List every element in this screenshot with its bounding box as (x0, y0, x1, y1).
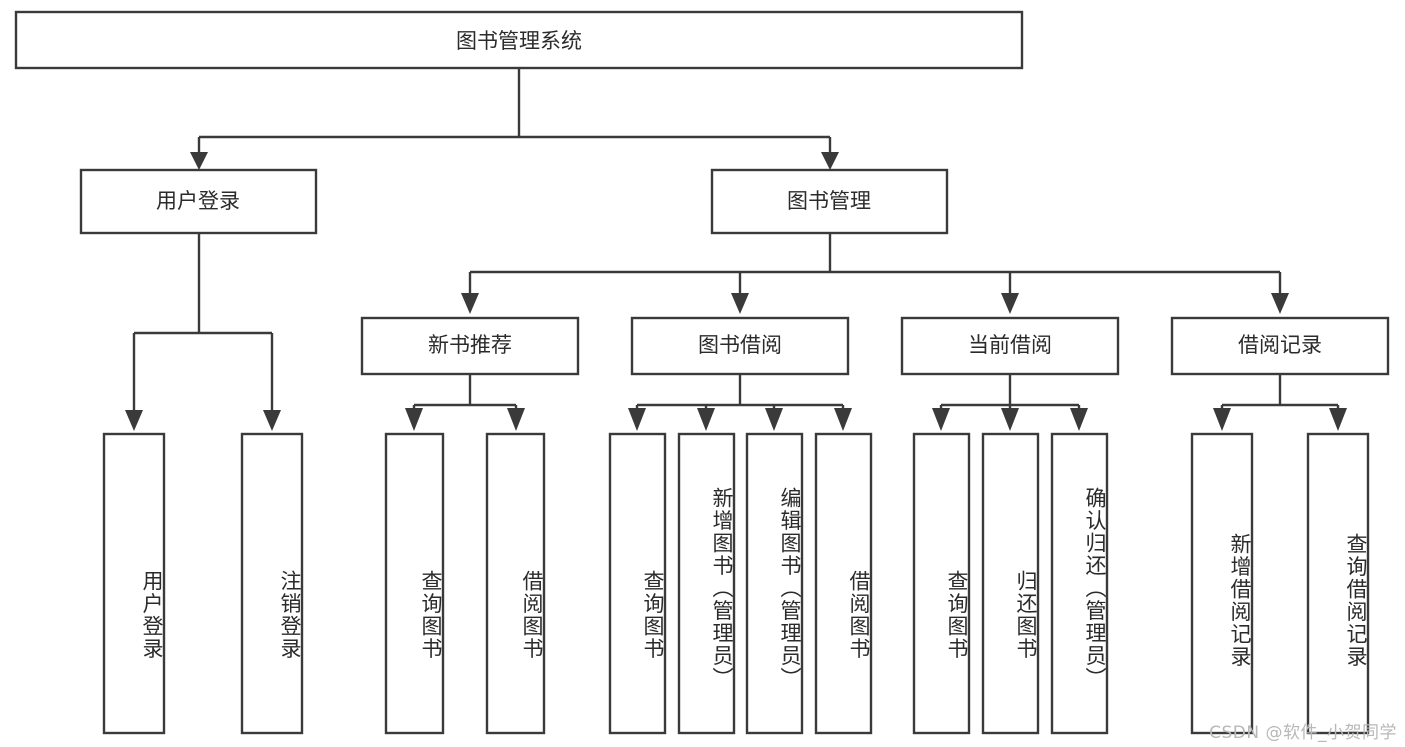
node-book-borrow-label: 图书借阅 (698, 333, 782, 357)
node-new-book-recommend[interactable]: 新书推荐 (360, 316, 580, 376)
arrow-leaf-add-book (697, 408, 715, 431)
node-book-borrow[interactable]: 图书借阅 (630, 316, 850, 376)
node-borrow-record-box[interactable] (1170, 316, 1390, 376)
leaf-box-edit-book[interactable] (745, 432, 804, 735)
leaf-box-query-record[interactable] (1306, 432, 1370, 735)
node-borrow-record-label: 借阅记录 (1238, 333, 1322, 357)
leaf-boxes (102, 432, 1370, 735)
node-borrow-record[interactable]: 借阅记录 (1170, 316, 1390, 376)
node-root-label: 图书管理系统 (456, 29, 582, 53)
arrow-to-book-management (821, 152, 839, 170)
arrow-to-borrow-record (1271, 293, 1289, 314)
connector-group-root (190, 68, 839, 170)
node-book-management[interactable]: 图书管理 (710, 168, 949, 235)
leaf-box-query-book-3[interactable] (912, 432, 971, 735)
arrow-to-user-login (190, 152, 208, 170)
arrow-leaf-confirm-return (1070, 408, 1088, 431)
node-new-book-recommend-box[interactable] (360, 316, 580, 376)
node-user-login-label: 用户登录 (156, 189, 240, 213)
arrow-leaf-query-book-2 (628, 408, 646, 431)
node-current-borrow-box[interactable] (900, 316, 1120, 376)
arrow-leaf-query-book-3 (932, 408, 950, 431)
node-user-login[interactable]: 用户登录 (79, 168, 318, 235)
leaf-box-return-book[interactable] (981, 432, 1040, 735)
csdn-watermark: CSDN @软件_小贺同学 (1209, 723, 1397, 743)
connector-group-current-borrow (932, 374, 1088, 431)
leaf-box-query-book-1[interactable] (384, 432, 445, 735)
leaf-box-add-book[interactable] (677, 432, 736, 735)
leaf-box-confirm-return[interactable] (1050, 432, 1109, 735)
arrow-leaf-borrow-book-2 (834, 408, 852, 431)
node-root[interactable]: 图书管理系统 (14, 10, 1024, 70)
node-book-borrow-box[interactable] (630, 316, 850, 376)
arrow-leaf-query-book-1 (405, 408, 423, 431)
connector-group-borrow-record (1213, 374, 1347, 431)
arrow-leaf-return-book (1001, 408, 1019, 431)
arrow-to-book-borrow (731, 293, 749, 314)
arrow-to-new-book-recommend (461, 293, 479, 314)
leaf-box-query-book-2[interactable] (608, 432, 667, 735)
arrow-leaf-add-record (1213, 408, 1231, 431)
node-new-book-recommend-label: 新书推荐 (428, 333, 512, 357)
arrow-leaf-borrow-book-1 (507, 408, 525, 431)
connector-group-book-management (461, 233, 1289, 314)
arrow-leaf-user-login (125, 410, 143, 431)
node-book-management-box[interactable] (710, 168, 949, 235)
arrow-leaf-query-record (1329, 408, 1347, 431)
connector-group-new-book-recommend (405, 374, 525, 431)
connector-group-user-login (125, 233, 281, 431)
leaf-box-borrow-book-2[interactable] (814, 432, 873, 735)
node-user-login-box[interactable] (79, 168, 318, 235)
connector-group-book-borrow (628, 374, 852, 431)
node-book-management-label: 图书管理 (787, 189, 871, 213)
leaf-box-logout-login[interactable] (240, 432, 304, 735)
arrow-leaf-logout-login (263, 410, 281, 431)
arrow-to-current-borrow (1001, 293, 1019, 314)
node-root-box[interactable] (14, 10, 1024, 70)
node-current-borrow[interactable]: 当前借阅 (900, 316, 1120, 376)
node-current-borrow-label: 当前借阅 (968, 333, 1052, 357)
leaf-box-user-login[interactable] (102, 432, 166, 735)
leaf-box-add-record[interactable] (1190, 432, 1254, 735)
arrow-leaf-edit-book (765, 408, 783, 431)
leaf-box-borrow-book-1[interactable] (485, 432, 546, 735)
